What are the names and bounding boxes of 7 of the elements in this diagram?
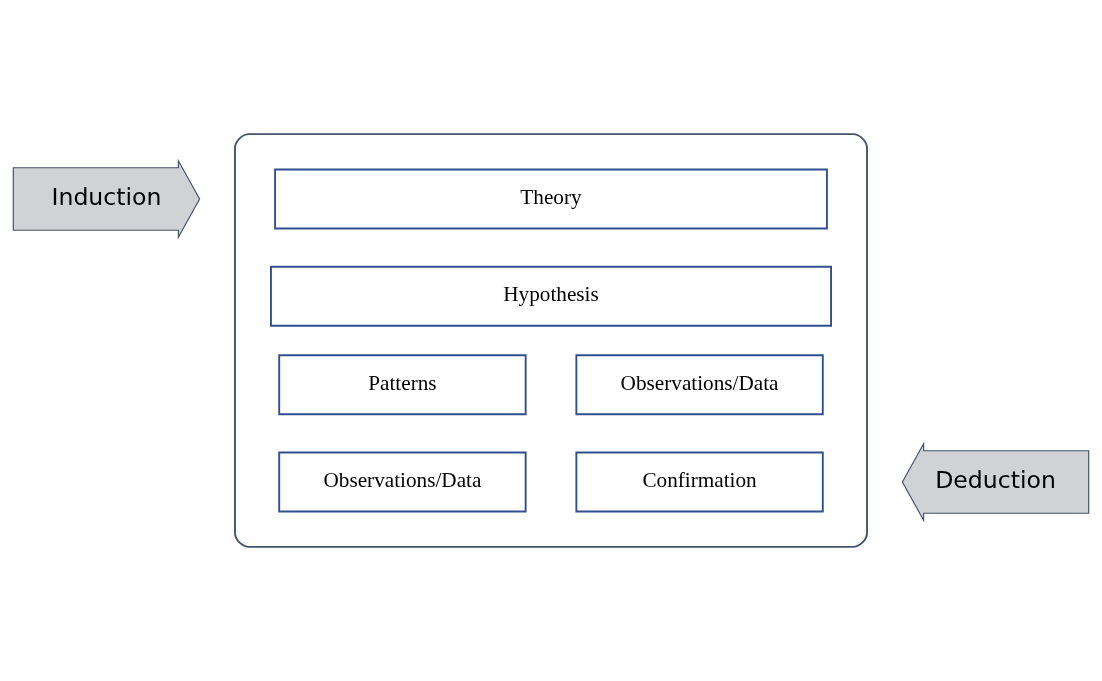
node-box: Observations/Data	[575, 354, 824, 416]
node-box: Theory	[274, 168, 828, 230]
node-box: Observations/Data	[278, 451, 527, 513]
cluster	[234, 133, 868, 548]
node-box: Patterns	[278, 354, 527, 416]
node-box: Hypothesis	[270, 265, 832, 327]
node-box: Confirmation	[575, 451, 824, 513]
